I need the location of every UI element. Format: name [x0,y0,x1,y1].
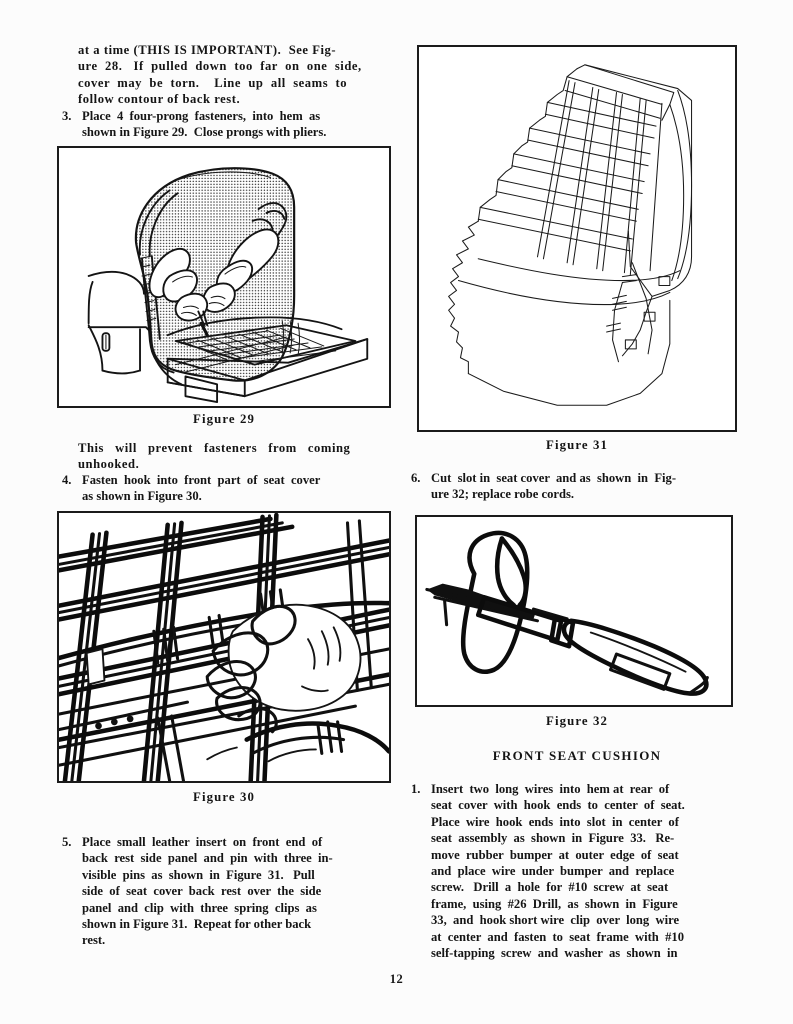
text-line: ure 32; replace robe cords. [431,487,575,502]
figure-31-caption: Figure 31 [546,438,608,452]
page-number: 12 [389,972,404,986]
text-line: seat cover with hook ends to center of s… [431,798,685,813]
figure-29-frame [57,146,391,408]
figure-32-illustration [425,530,709,696]
list-item-number: 4. [62,473,72,487]
text-line: Place small leather insert on front end … [82,835,323,849]
text-line: side of seat cover back rest over the si… [82,884,322,899]
text-line: shown in Figure 29. Close prongs with pl… [82,125,327,140]
list-item-4: 4. Fasten hook into front part of seat c… [62,472,390,505]
list-item-5: 5. Place small leather insert on front e… [62,834,390,949]
figure-29-illustration [87,167,369,403]
text-line: panel and clip with three spring clips a… [82,900,317,915]
list-item-6: 6. Cut slot in seat cover and as shown i… [411,470,741,503]
text-line: Cut slot in seat cover and as shown in F… [431,471,677,485]
paragraph-after-figure-29: This will prevent fasteners from coming … [78,440,390,473]
text-line: Place 4 four-prong fasteners, into hem a… [82,109,321,123]
text-line: shown in Figure 31. Repeat for other bac… [82,917,312,932]
figure-32-frame [415,515,733,707]
figure-30-caption: Figure 30 [193,790,255,804]
text-line: move rubber bumper at outer edge of seat [431,847,679,862]
figure-31-illustration [448,64,693,406]
list-item-number: 3. [62,109,72,123]
text-line: follow contour of back rest. [78,92,241,107]
text-line: self-tapping screw and washer as shown i… [431,946,678,961]
figure-30-illustration [59,513,389,781]
list-item-body: Cut slot in seat cover and as shown in F… [431,470,741,503]
figure-29-caption: Figure 29 [193,412,255,426]
text-line: as shown in Figure 30. [82,489,202,504]
list-item-number: 1. [411,782,421,796]
text-line: This will prevent fasteners from coming [78,441,351,455]
text-line: at a time (THIS IS IMPORTANT). See Fig- [78,43,337,57]
text-line: frame, using #26 Drill, as shown in Figu… [431,896,678,911]
text-line: back rest side panel and pin with three … [82,851,333,866]
text-line: Fasten hook into front part of seat cove… [82,473,321,487]
text-line: screw. Drill a hole for #10 screw at sea… [431,880,669,895]
text-line: rest. [82,933,106,948]
section-heading-front-seat-cushion: FRONT SEAT CUSHION [492,748,662,763]
text-line: 33, and hook short wire clip over long w… [431,913,680,928]
figure-31-frame [417,45,737,432]
text-line: unhooked. [78,457,140,472]
list-item-body: Insert two long wires into hem at rear o… [431,781,741,961]
text-line: visible pins as shown in Figure 31. Pull [82,867,315,882]
paragraph-continued: at a time (THIS IS IMPORTANT). See Fig- … [78,42,390,108]
figure-32-caption: Figure 32 [546,714,608,728]
list-item-number: 6. [411,471,421,485]
text-line: and place wire under bumper and replace [431,864,675,879]
list-item-3: 3. Place 4 four-prong fasteners, into he… [62,108,390,141]
text-line: at center and fasten to seat frame with … [431,929,684,944]
text-line: Insert two long wires into hem at rear o… [431,782,670,796]
list-item-1: 1. Insert two long wires into hem at rea… [411,781,741,961]
list-item-body: Fasten hook into front part of seat cove… [82,472,390,505]
list-item-body: Place small leather insert on front end … [82,834,390,949]
list-item-body: Place 4 four-prong fasteners, into hem a… [82,108,390,141]
list-item-number: 5. [62,835,72,849]
text-line: ure 28. If pulled down too far on one si… [78,59,362,74]
text-line: cover may be torn. Line up all seams to [78,75,348,90]
text-line: seat assembly as shown in Figure 33. Re- [431,831,675,846]
figure-30-frame [57,511,391,783]
text-line: Place wire hook ends into slot in center… [431,814,679,829]
